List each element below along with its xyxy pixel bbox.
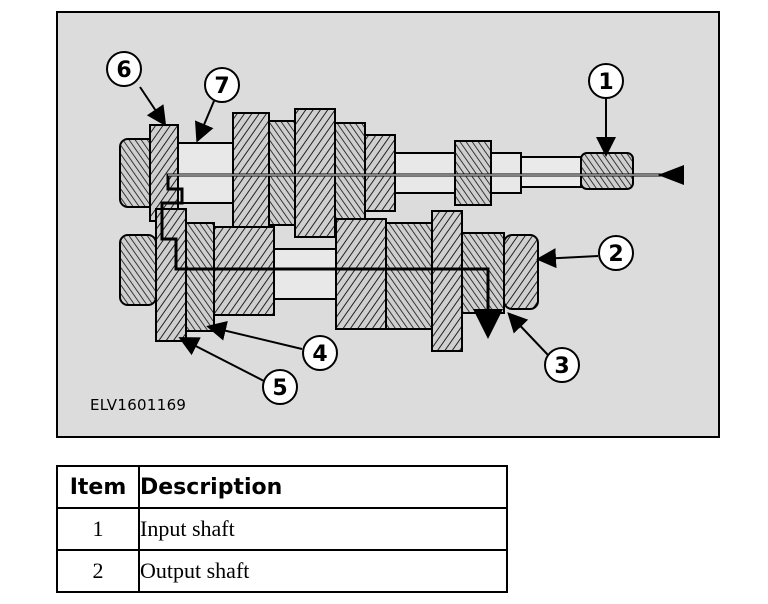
header-description: Description — [138, 465, 508, 509]
figure-id-label: ELV1601169 — [90, 396, 187, 414]
svg-text:4: 4 — [312, 342, 327, 367]
row-item-number: 1 — [56, 507, 140, 551]
svg-text:3: 3 — [554, 354, 569, 379]
svg-text:1: 1 — [598, 70, 613, 95]
callout-3: 3 — [507, 312, 580, 383]
power-flow-path — [160, 173, 678, 339]
callout-6: 6 — [106, 51, 167, 127]
lower-gear-cluster — [119, 208, 539, 352]
svg-text:2: 2 — [608, 242, 623, 267]
svg-text:5: 5 — [272, 376, 287, 401]
row-item-number: 2 — [56, 549, 140, 593]
gearbox-illustration: 1 2 3 4 5 6 7 — [106, 51, 684, 405]
upper-gear-cluster — [119, 108, 634, 238]
row-item-description: Output shaft — [138, 549, 508, 593]
header-item: Item — [56, 465, 140, 509]
svg-text:6: 6 — [116, 58, 131, 83]
callout-4: 4 — [206, 320, 338, 371]
callout-7: 7 — [194, 67, 240, 143]
legend-header-row: Item Description — [56, 465, 508, 509]
diagram-frame: 1 2 3 4 5 6 7 — [56, 11, 720, 438]
legend-table: Item Description 1 Input shaft 2 Output … — [56, 465, 508, 593]
table-row: 2 Output shaft — [56, 549, 508, 593]
callout-5: 5 — [178, 337, 298, 405]
callout-1: 1 — [588, 63, 624, 157]
callout-2: 2 — [536, 235, 634, 271]
row-item-description: Input shaft — [138, 507, 508, 551]
table-row: 1 Input shaft — [56, 507, 508, 551]
svg-text:7: 7 — [214, 74, 229, 99]
input-arrowhead — [658, 165, 684, 185]
